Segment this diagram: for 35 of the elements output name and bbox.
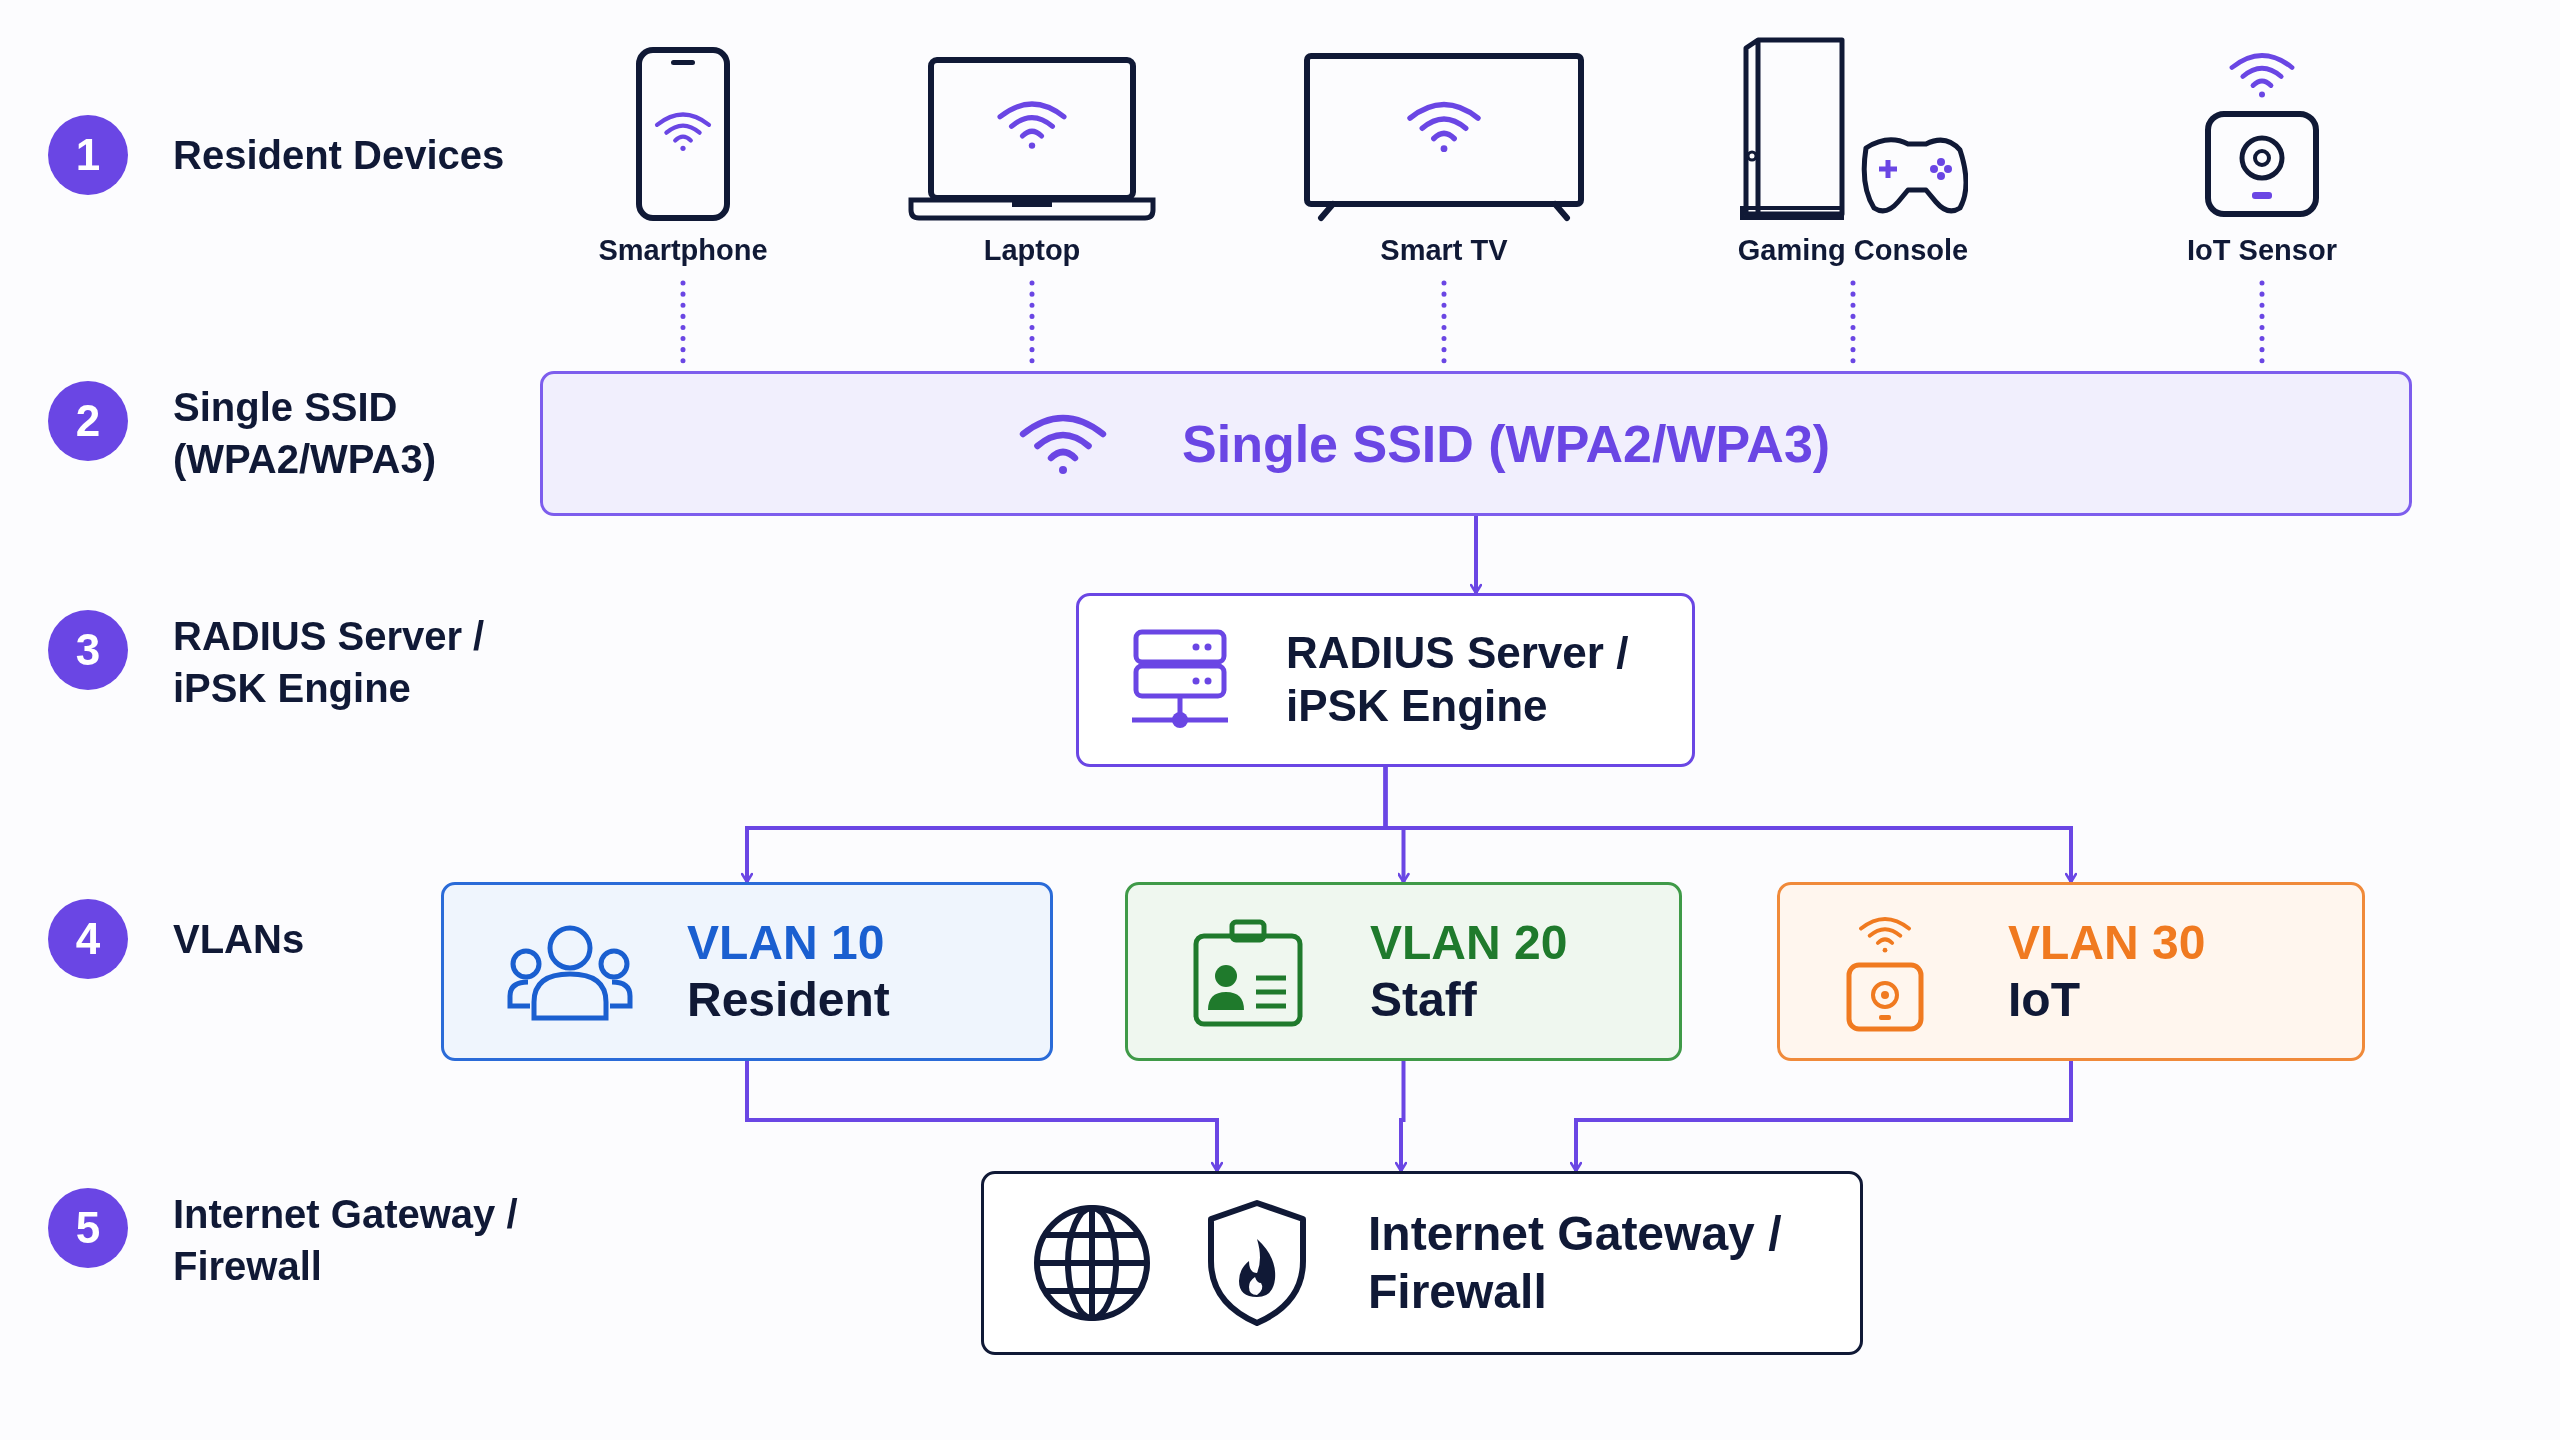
arrow	[1469, 516, 1483, 595]
step-label: Single SSID (WPA2/WPA3)	[173, 384, 437, 483]
step-label: RADIUS Server / iPSK Engine	[173, 613, 486, 712]
arrow	[1394, 1061, 1408, 1173]
box-title: VLAN 20	[1370, 914, 1568, 971]
device-label: Laptop	[983, 234, 1081, 267]
box-subtitle: Staff	[1370, 972, 1477, 1029]
device-label: Smartphone	[598, 234, 768, 267]
ssid-box	[540, 371, 2412, 516]
gateway-box	[981, 1171, 1863, 1355]
arrow	[1569, 1061, 2073, 1173]
device-label: Gaming Console	[1737, 234, 1969, 267]
arrow	[1383, 767, 2078, 884]
step-label: Internet Gateway / Firewall	[173, 1191, 519, 1290]
box-title: VLAN 10	[687, 914, 885, 971]
vlan-box	[441, 882, 1053, 1061]
step-label: Resident Devices	[173, 132, 506, 179]
step-number-badge: 1	[48, 115, 128, 195]
box-subtitle: IoT	[2008, 972, 2080, 1029]
box-title: VLAN 30	[2008, 914, 2206, 971]
box-subtitle: Resident	[687, 972, 890, 1029]
box-title: Internet Gateway / Firewall	[1368, 1206, 1783, 1320]
step-label: VLANs	[173, 916, 306, 963]
vlan-box	[1125, 882, 1682, 1061]
device-label: IoT Sensor	[2187, 234, 2337, 267]
vlan-box	[1777, 882, 2365, 1061]
device-label: Smart TV	[1380, 234, 1508, 267]
box-title: RADIUS Server / iPSK Engine	[1286, 627, 1630, 732]
box-title: Single SSID (WPA2/WPA3)	[1182, 413, 1831, 475]
step-number-badge: 3	[48, 610, 128, 690]
step-number-badge: 5	[48, 1188, 128, 1268]
arrow	[745, 1061, 1224, 1173]
step-number-badge: 4	[48, 899, 128, 979]
step-number-badge: 2	[48, 381, 128, 461]
server-box	[1076, 593, 1695, 767]
